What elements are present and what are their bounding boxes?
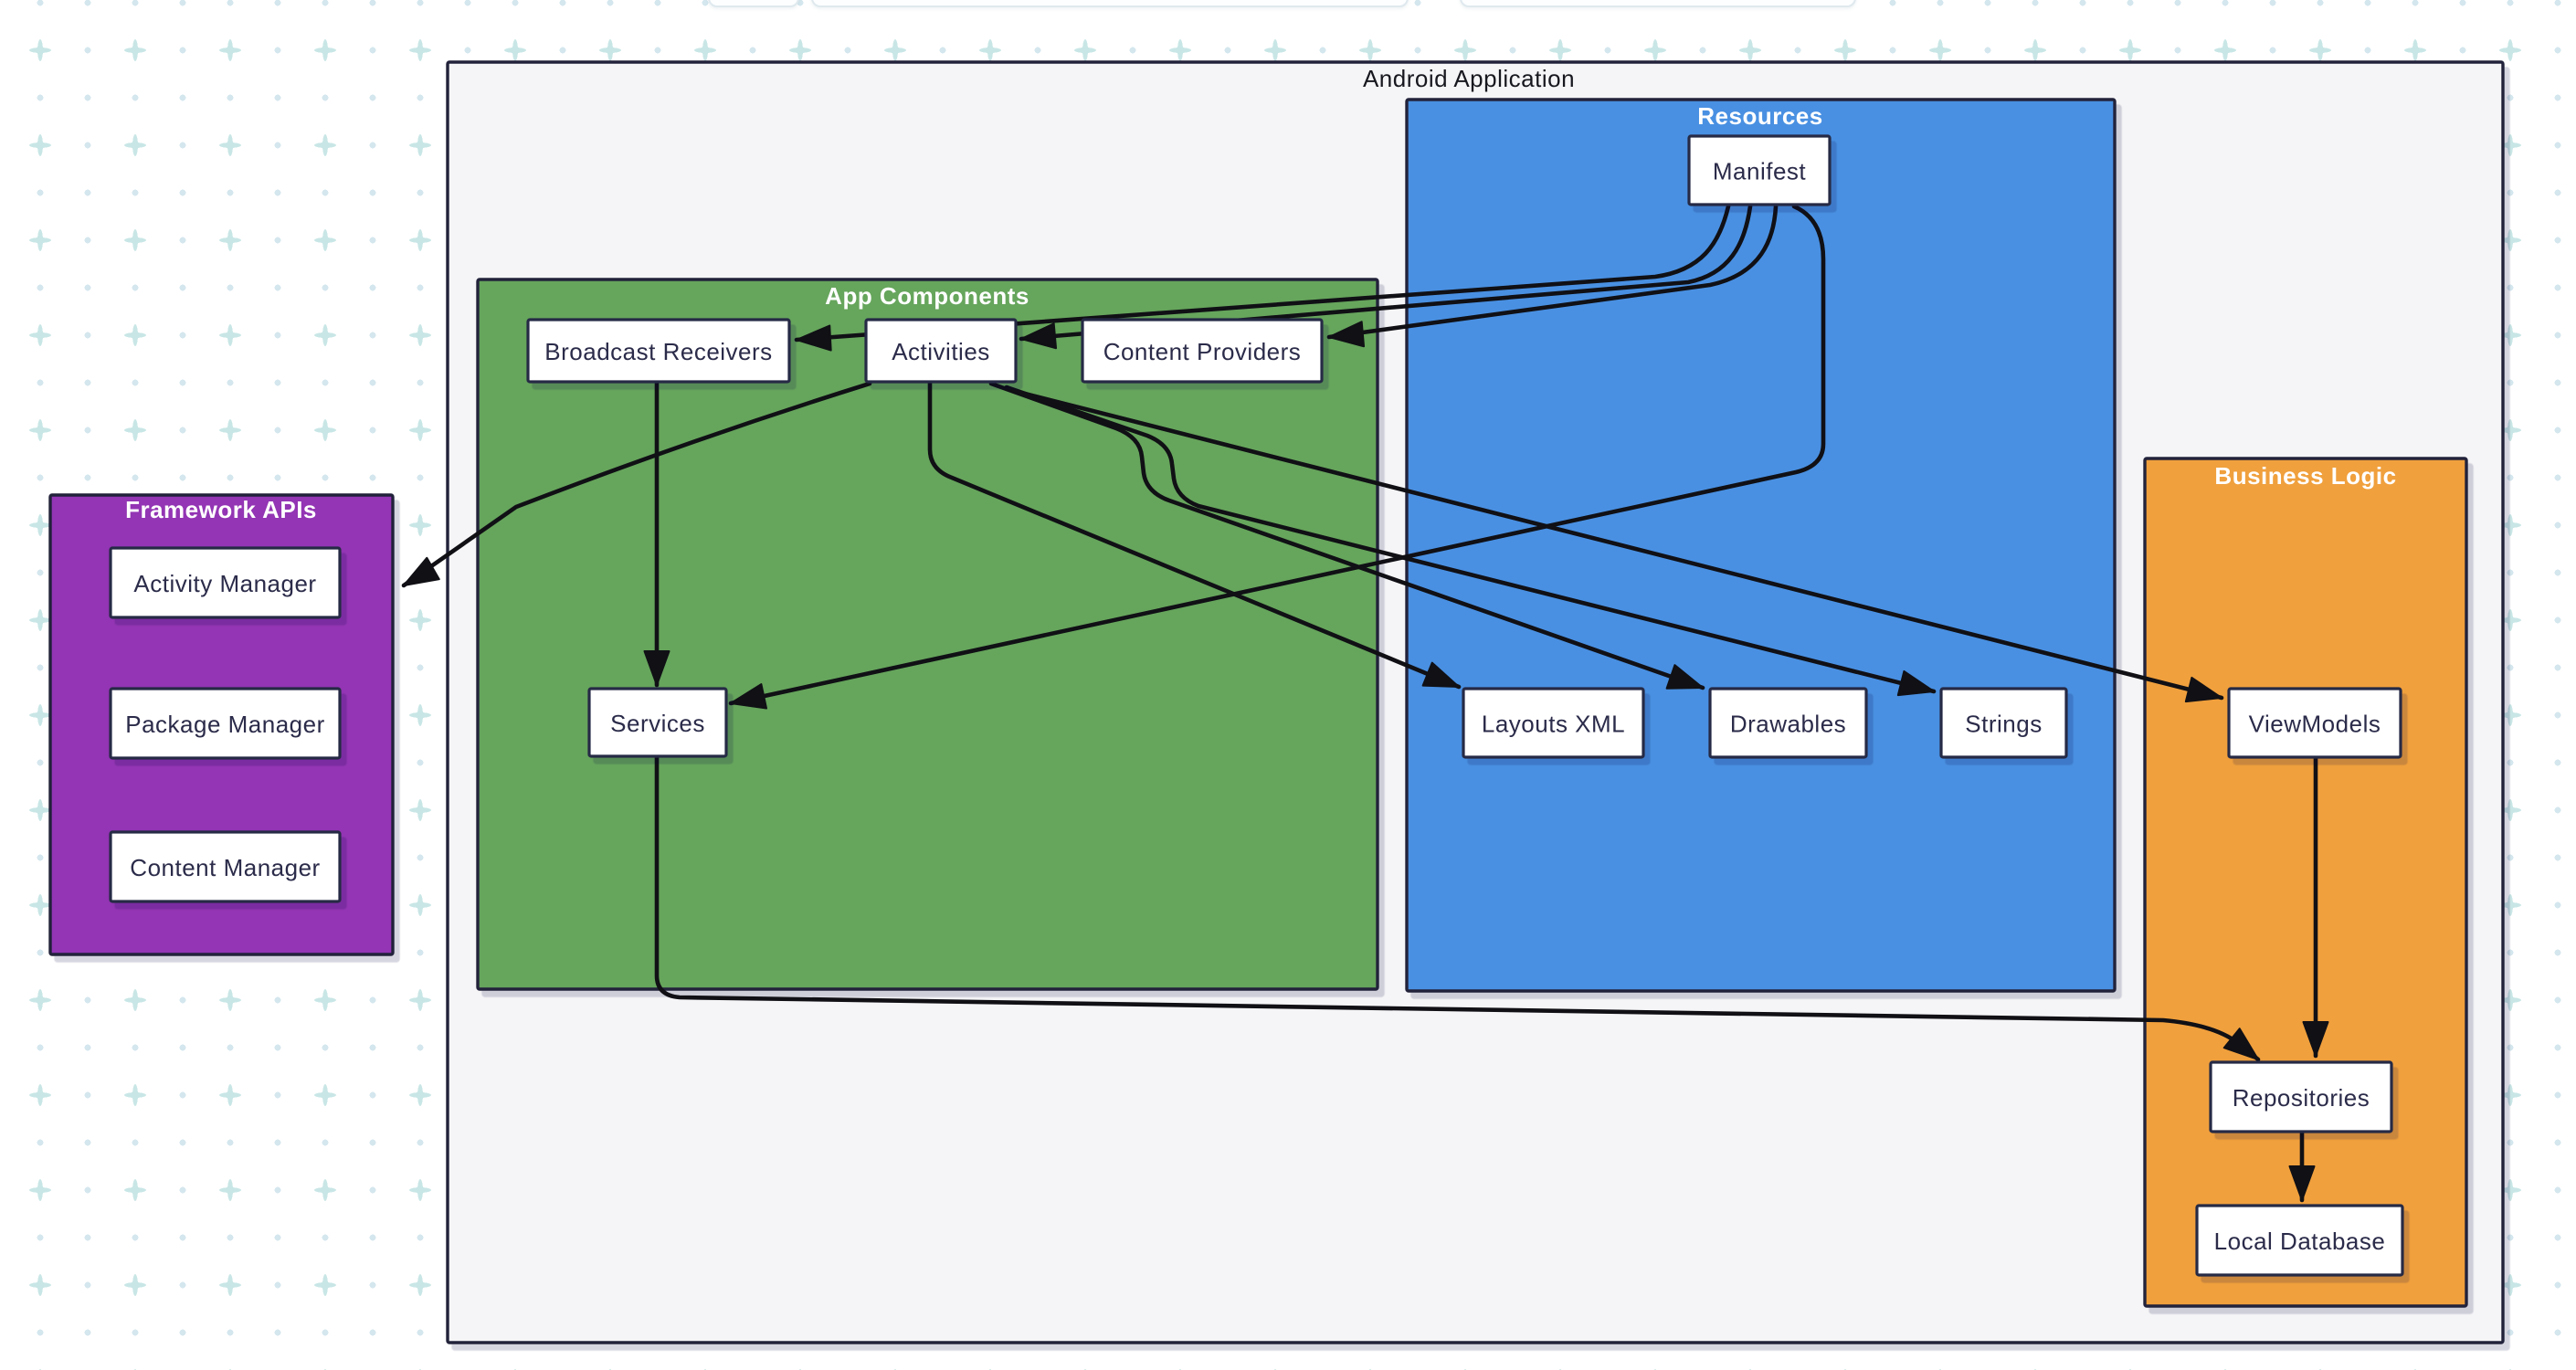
node-layouts-xml[interactable] (1462, 687, 1645, 759)
node-local-database[interactable] (2195, 1204, 2404, 1277)
node-label-strings: Strings (1965, 711, 2042, 738)
node-label-layouts-xml: Layouts XML (1482, 711, 1625, 738)
edge-manifest-to-content-providers[interactable] (1326, 204, 1779, 340)
edge-services-to-repositories[interactable] (654, 754, 2261, 1062)
edge-arrowhead-manifest-to-content-providers (1328, 321, 1366, 348)
edge-arrowhead-manifest-to-activities (1020, 322, 1058, 350)
container-label-business-logic: Business Logic (2214, 462, 2396, 490)
edge-activities-to-layouts-xml[interactable] (927, 381, 1462, 690)
node-label-drawables: Drawables (1730, 711, 1846, 738)
node-label-activities: Activities (892, 338, 990, 365)
edge-arrowhead-manifest-to-services (730, 683, 767, 710)
node-repositories[interactable] (2209, 1060, 2393, 1133)
edge-arrowhead-broadcast-receivers-to-services (643, 650, 670, 686)
node-label-content-providers: Content Providers (1103, 338, 1302, 365)
node-label-manifest: Manifest (1713, 158, 1807, 185)
edge-arrowhead-activities-to-activity-manager (403, 556, 440, 586)
edge-manifest-to-broadcast-receivers[interactable] (794, 204, 1731, 342)
node-label-repositories: Repositories (2233, 1084, 2370, 1112)
edge-manifest-to-activities[interactable] (1019, 204, 1753, 342)
node-package-manager[interactable] (109, 687, 342, 760)
node-manifest[interactable] (1687, 134, 1832, 206)
edge-arrowhead-manifest-to-broadcast-receivers (796, 324, 832, 352)
node-services[interactable] (587, 687, 728, 758)
edge-arrowhead-activities-to-strings (1896, 669, 1935, 697)
container-label-android-application: Android Application (1363, 65, 1575, 92)
node-label-activity-manager: Activity Manager (133, 570, 316, 597)
edge-arrowhead-repositories-to-local-database (2288, 1165, 2316, 1201)
node-broadcast-receivers[interactable] (526, 318, 791, 384)
node-label-package-manager: Package Manager (125, 711, 325, 738)
node-activity-manager[interactable] (109, 546, 342, 619)
edge-activities-to-drawables[interactable] (988, 381, 1705, 690)
edge-arrowhead-activities-to-viewmodels (2184, 676, 2222, 703)
edge-arrowhead-activities-to-drawables (1665, 664, 1704, 690)
edge-activities-to-strings[interactable] (1004, 385, 1937, 694)
edge-arrowhead-viewmodels-to-repositories (2302, 1021, 2329, 1057)
node-label-viewmodels: ViewModels (2249, 711, 2381, 738)
node-label-broadcast-receivers: Broadcast Receivers (544, 338, 772, 365)
container-label-resources: Resources (1697, 102, 1822, 130)
edge-activities-to-viewmodels[interactable] (1011, 388, 2224, 701)
edge-manifest-to-services[interactable] (728, 204, 1826, 706)
node-label-services: Services (610, 710, 705, 737)
node-drawables[interactable] (1708, 687, 1868, 759)
container-label-framework-apis: Framework APIs (125, 496, 317, 523)
edge-activities-to-activity-manager[interactable] (401, 381, 872, 588)
edge-arrowhead-services-to-repositories (2222, 1028, 2259, 1060)
edge-arrowhead-activities-to-layouts-xml (1421, 661, 1460, 688)
container-app-components[interactable] (476, 278, 1379, 991)
node-viewmodels[interactable] (2227, 687, 2402, 759)
node-strings[interactable] (1939, 687, 2068, 759)
node-activities[interactable] (864, 318, 1018, 384)
node-content-manager[interactable] (109, 830, 342, 903)
container-resources[interactable] (1405, 98, 2117, 993)
node-label-content-manager: Content Manager (130, 854, 320, 881)
node-label-local-database: Local Database (2214, 1228, 2386, 1255)
node-content-providers[interactable] (1081, 318, 1324, 384)
container-label-app-components: App Components (825, 282, 1029, 310)
